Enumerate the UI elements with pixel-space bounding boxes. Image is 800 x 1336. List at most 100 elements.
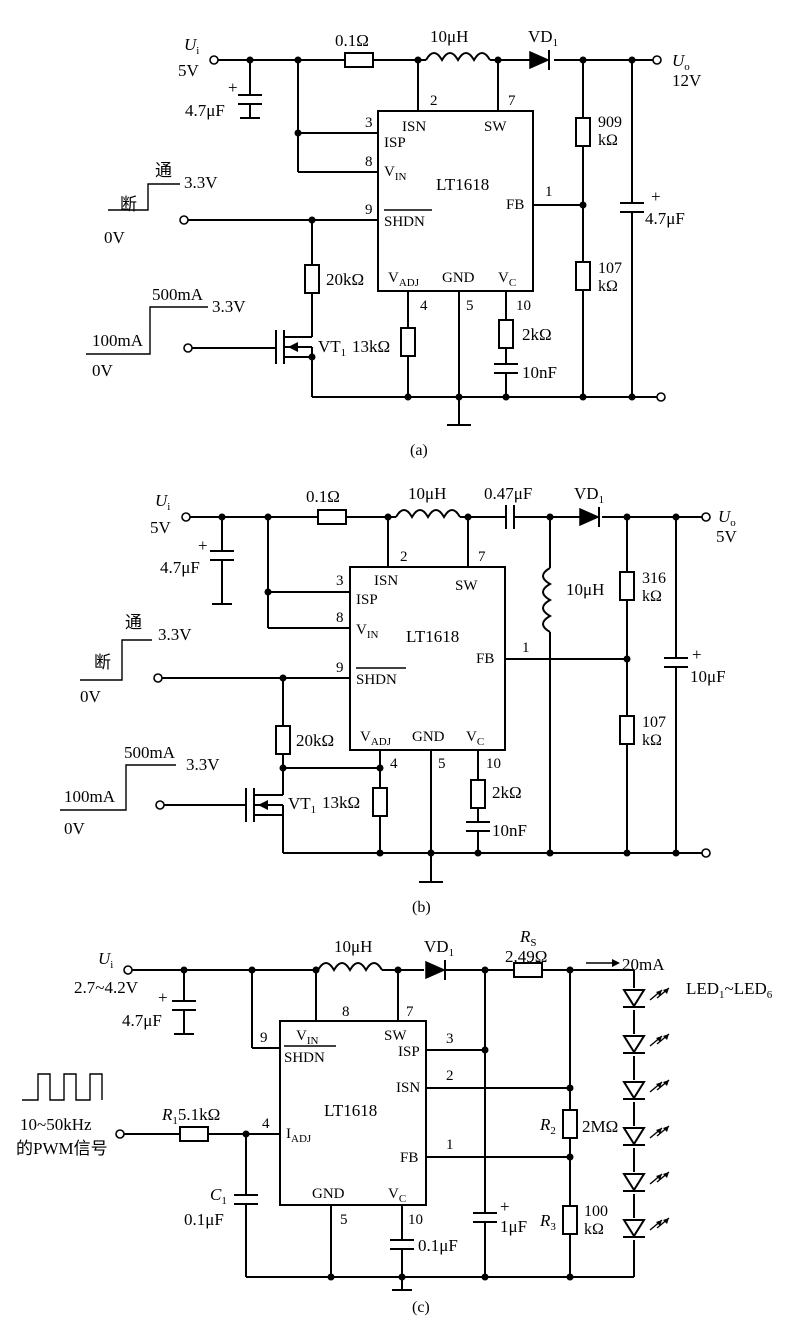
input-label: Ui — [184, 35, 199, 57]
c-pin-name-sw: SW — [384, 1028, 407, 1044]
shdn-waveform — [108, 183, 180, 211]
pin-4: 4 — [420, 298, 428, 314]
c-c-in-plus: + — [158, 988, 168, 1007]
r-20k — [304, 264, 320, 294]
b-pin-2: 2 — [400, 549, 408, 565]
output-label: Uo — [672, 51, 690, 73]
pin-name-vc: VC — [498, 270, 516, 289]
b-c-out-plus: + — [692, 645, 702, 664]
chip-label: LT1618 — [436, 175, 489, 194]
pin-5: 5 — [466, 298, 474, 314]
c-pin-10: 10 — [408, 1212, 423, 1228]
c-pin-2: 2 — [446, 1068, 454, 1084]
b-r-sense-label: 0.1Ω — [306, 487, 340, 506]
b-pin-9: 9 — [336, 660, 344, 676]
pin-name-vin: VIN — [384, 164, 407, 183]
c-diode-label: VD1 — [424, 937, 454, 959]
pin-7: 7 — [508, 93, 516, 109]
c-pin-name-gnd: GND — [312, 1186, 345, 1202]
b-pin-name-vc: VC — [466, 729, 484, 748]
b-c-in-label: 4.7μF — [160, 558, 200, 577]
b-c-out-label: 10μF — [690, 667, 726, 686]
c-pin-name-isn: ISN — [396, 1080, 420, 1096]
b-r-107k — [619, 715, 635, 745]
c-input-voltage: 2.7~4.2V — [74, 978, 139, 997]
pin-name-shdn: SHDN — [384, 214, 425, 230]
c-r3-unit: kΩ — [584, 1221, 604, 1238]
shdn-on-label: 通 — [155, 161, 172, 180]
caption-a: (a) — [410, 442, 428, 459]
b-pin-name-vadj: VADJ — [360, 729, 392, 748]
b-chip-lt1618 — [349, 566, 506, 751]
b-shdn-off-voltage: 0V — [80, 687, 102, 706]
output-voltage: 12V — [672, 71, 702, 90]
cur-lo-label: 100mA — [92, 331, 144, 350]
c-c-vc-label: 0.1μF — [418, 1236, 458, 1255]
c-pin-8: 8 — [342, 1004, 350, 1020]
circuit-b: Ui 5V + 4.7μF 0.1Ω 10μH 0.47μF VD1 Uo 5V… — [60, 484, 738, 916]
b-pin-3: 3 — [336, 573, 344, 589]
vt1-label: VT1 — [318, 337, 346, 359]
led-3 — [622, 1079, 670, 1102]
b-output-label: Uo — [718, 507, 736, 529]
b-c-couple-label: 0.47μF — [484, 484, 532, 503]
b-output-voltage: 5V — [716, 527, 738, 546]
c-input-label: Ui — [98, 949, 113, 971]
b-r-20k-label: 20kΩ — [296, 731, 334, 750]
led-5 — [622, 1171, 670, 1194]
c-pin-name-isp: ISP — [398, 1044, 420, 1060]
pin-3: 3 — [365, 115, 373, 131]
b-diode-vd1 — [579, 507, 600, 527]
pin-2: 2 — [430, 93, 438, 109]
pin-10: 10 — [516, 298, 531, 314]
b-r-bot-unit: kΩ — [642, 732, 662, 749]
b-r-13k — [372, 787, 388, 817]
chip-lt1618 — [377, 110, 534, 292]
inductor-label: 10μH — [430, 27, 468, 46]
c-out-label: 4.7μF — [645, 209, 685, 228]
c-pin-7: 7 — [406, 1004, 414, 1020]
c-c1-label: C1 — [210, 1185, 227, 1207]
c-pin-name-vin: VIN — [296, 1028, 319, 1047]
c-out-plus: + — [651, 187, 661, 206]
cur-lo-voltage: 0V — [92, 361, 114, 380]
mosfet-vt1 — [275, 330, 313, 397]
b-cur-waveform — [60, 764, 176, 811]
c-r1-label: R15.1kΩ — [161, 1105, 220, 1127]
b-inductor2 — [542, 567, 553, 633]
input-voltage: 5V — [178, 61, 200, 80]
r-13k-label: 13kΩ — [352, 337, 390, 356]
c-10n-label: 10nF — [522, 363, 557, 382]
b-pin-name-isn: ISN — [374, 573, 398, 589]
c-in-plus: + — [228, 78, 238, 97]
c-r3-label: R3 — [539, 1211, 556, 1233]
r-bot-unit: kΩ — [598, 278, 618, 295]
b-chip-label: LT1618 — [406, 627, 459, 646]
b-pin-name-shdn: SHDN — [356, 672, 397, 688]
c-inductor-label: 10μH — [334, 937, 372, 956]
caption-b: (b) — [412, 899, 431, 916]
b-r-2k-label: 2kΩ — [492, 783, 522, 802]
r-bot-value: 107 — [598, 260, 622, 277]
c-r3 — [562, 1205, 578, 1235]
b-pin-name-vin: VIN — [356, 622, 379, 641]
shdn-off-voltage: 0V — [104, 228, 126, 247]
output-terminal — [652, 55, 662, 65]
pin-name-fb: FB — [506, 197, 524, 213]
r-107k — [575, 261, 591, 291]
r-top-unit: kΩ — [598, 132, 618, 149]
b-r-13k-label: 13kΩ — [322, 793, 360, 812]
b-c-in-plus: + — [198, 536, 208, 555]
b-pin-name-sw: SW — [455, 578, 478, 594]
b-inductor2-label: 10μH — [566, 580, 604, 599]
b-r-top-unit: kΩ — [642, 588, 662, 605]
c-in-label: 4.7μF — [185, 101, 225, 120]
b-pin-5: 5 — [438, 756, 446, 772]
led-4 — [622, 1125, 670, 1148]
c-led-string — [622, 987, 670, 1240]
b-cur-hi-voltage: 3.3V — [186, 755, 220, 774]
c-pin-4: 4 — [262, 1116, 270, 1132]
b-pin-name-isp: ISP — [356, 592, 378, 608]
b-diode-label: VD1 — [574, 484, 604, 506]
